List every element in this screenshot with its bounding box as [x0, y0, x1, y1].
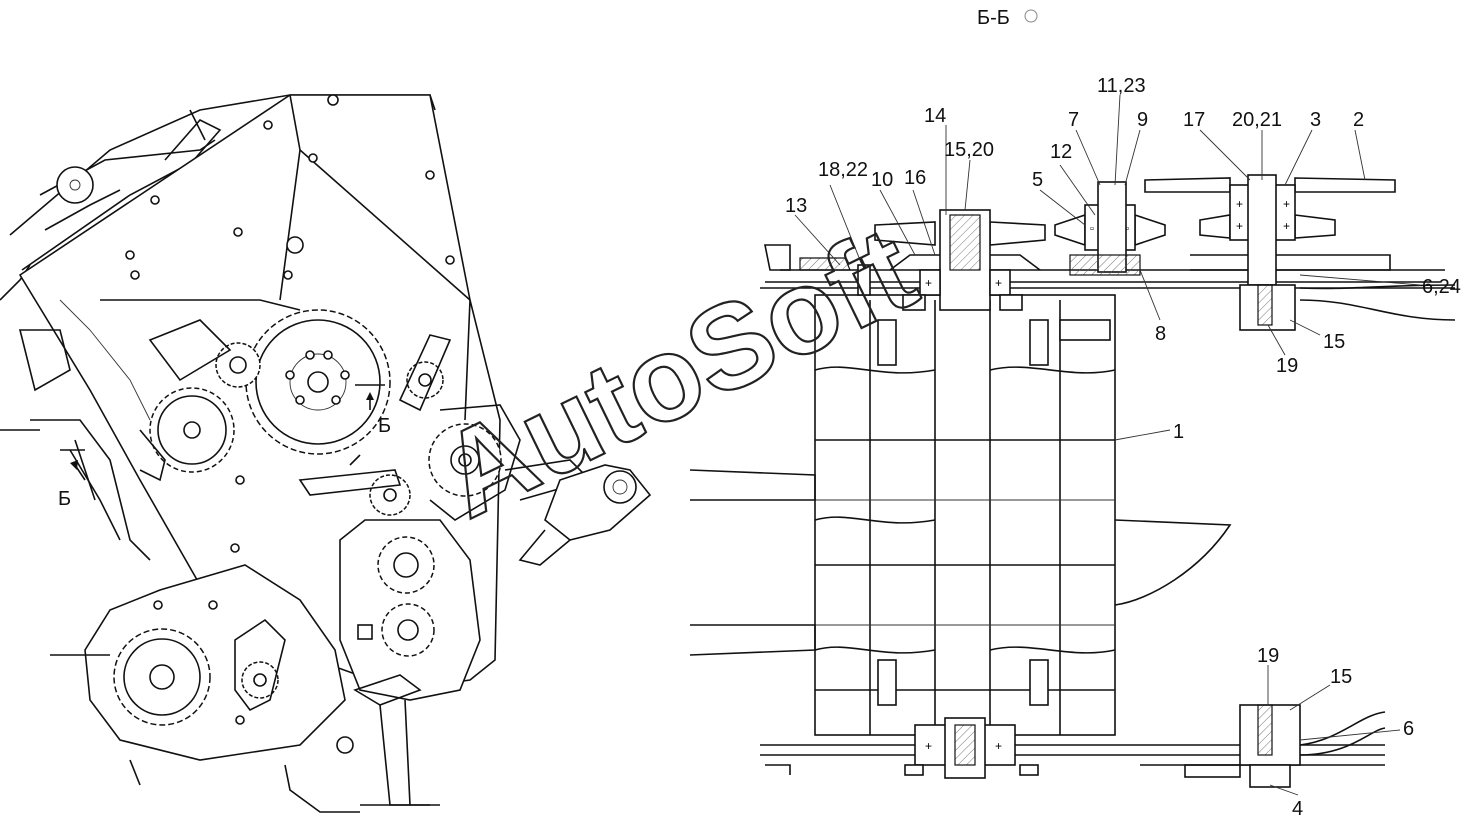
- right-sprocket-assembly: + + + +: [1144, 174, 1396, 331]
- callout-10: 10: [871, 169, 893, 191]
- section-title: Б-Б: [977, 7, 1010, 29]
- callout-18-22: 18,22: [818, 159, 868, 181]
- leader-lines: [794, 94, 1421, 796]
- callout-4: 4: [1292, 798, 1303, 820]
- large-sprocket: [245, 309, 391, 455]
- section-mark-upper: Б: [355, 384, 391, 437]
- callout-6-24: 6,24: [1422, 276, 1461, 298]
- callout-15-20: 15,20: [944, 139, 994, 161]
- section-mark-label: Б: [378, 415, 391, 437]
- section-mark-label: Б: [58, 488, 71, 510]
- svg-text:+: +: [925, 276, 932, 290]
- callout-13: 13: [785, 195, 807, 217]
- svg-text:+: +: [995, 276, 1002, 290]
- callout-19: 19: [1276, 355, 1298, 377]
- svg-text:+: +: [995, 739, 1002, 753]
- bolts: [125, 94, 455, 725]
- svg-text:+: +: [1236, 197, 1243, 211]
- callout-6: 6: [1403, 718, 1414, 740]
- bottom-plate: + +: [760, 659, 1386, 788]
- callout-11-23: 11,23: [1097, 75, 1146, 97]
- callout-12: 12: [1050, 141, 1072, 163]
- svg-text:▫: ▫: [1090, 223, 1094, 235]
- watermark: AutoSoft: [420, 200, 936, 545]
- callout-19-lower: 19: [1257, 645, 1279, 667]
- callout-9: 9: [1137, 109, 1148, 131]
- top-bolt-assembly: ▫ ▫: [1054, 181, 1166, 276]
- callout-20-21: 20,21: [1232, 109, 1282, 131]
- drive-coupling: [504, 459, 652, 566]
- gear-case: [339, 519, 481, 706]
- svg-text:+: +: [1236, 219, 1243, 233]
- watermark-text: AutoSoft: [421, 201, 935, 543]
- callout-2: 2: [1353, 109, 1364, 131]
- callout-1: 1: [1173, 421, 1184, 443]
- left-sprockets: [139, 319, 261, 482]
- callout-3: 3: [1310, 109, 1321, 131]
- callout-16: 16: [904, 167, 926, 189]
- main-body: [814, 294, 1116, 736]
- section-mark-lower: Б: [58, 449, 86, 510]
- callout-15: 15: [1323, 331, 1345, 353]
- side-view: Б Б: [0, 94, 652, 813]
- svg-text:+: +: [925, 739, 932, 753]
- callout-labels: 11,23 14 7 9 17 20,21 3 2 15,20 12 18,22…: [785, 75, 1461, 820]
- svg-text:▫: ▫: [1125, 223, 1129, 235]
- lower-plate: [50, 564, 346, 786]
- callout-7: 7: [1068, 109, 1079, 131]
- section-view: Б-Б: [689, 7, 1461, 820]
- svg-text:+: +: [1283, 197, 1290, 211]
- callout-15-lower: 15: [1330, 666, 1352, 688]
- top-hub: + +: [857, 209, 1111, 366]
- callout-14: 14: [924, 105, 946, 127]
- callout-5: 5: [1032, 169, 1043, 191]
- svg-text:+: +: [1283, 219, 1290, 233]
- auger-flights: [689, 469, 1232, 656]
- callout-17: 17: [1183, 109, 1205, 131]
- callout-8: 8: [1155, 323, 1166, 345]
- right-sprockets: [298, 334, 521, 521]
- support-leg: [284, 699, 440, 813]
